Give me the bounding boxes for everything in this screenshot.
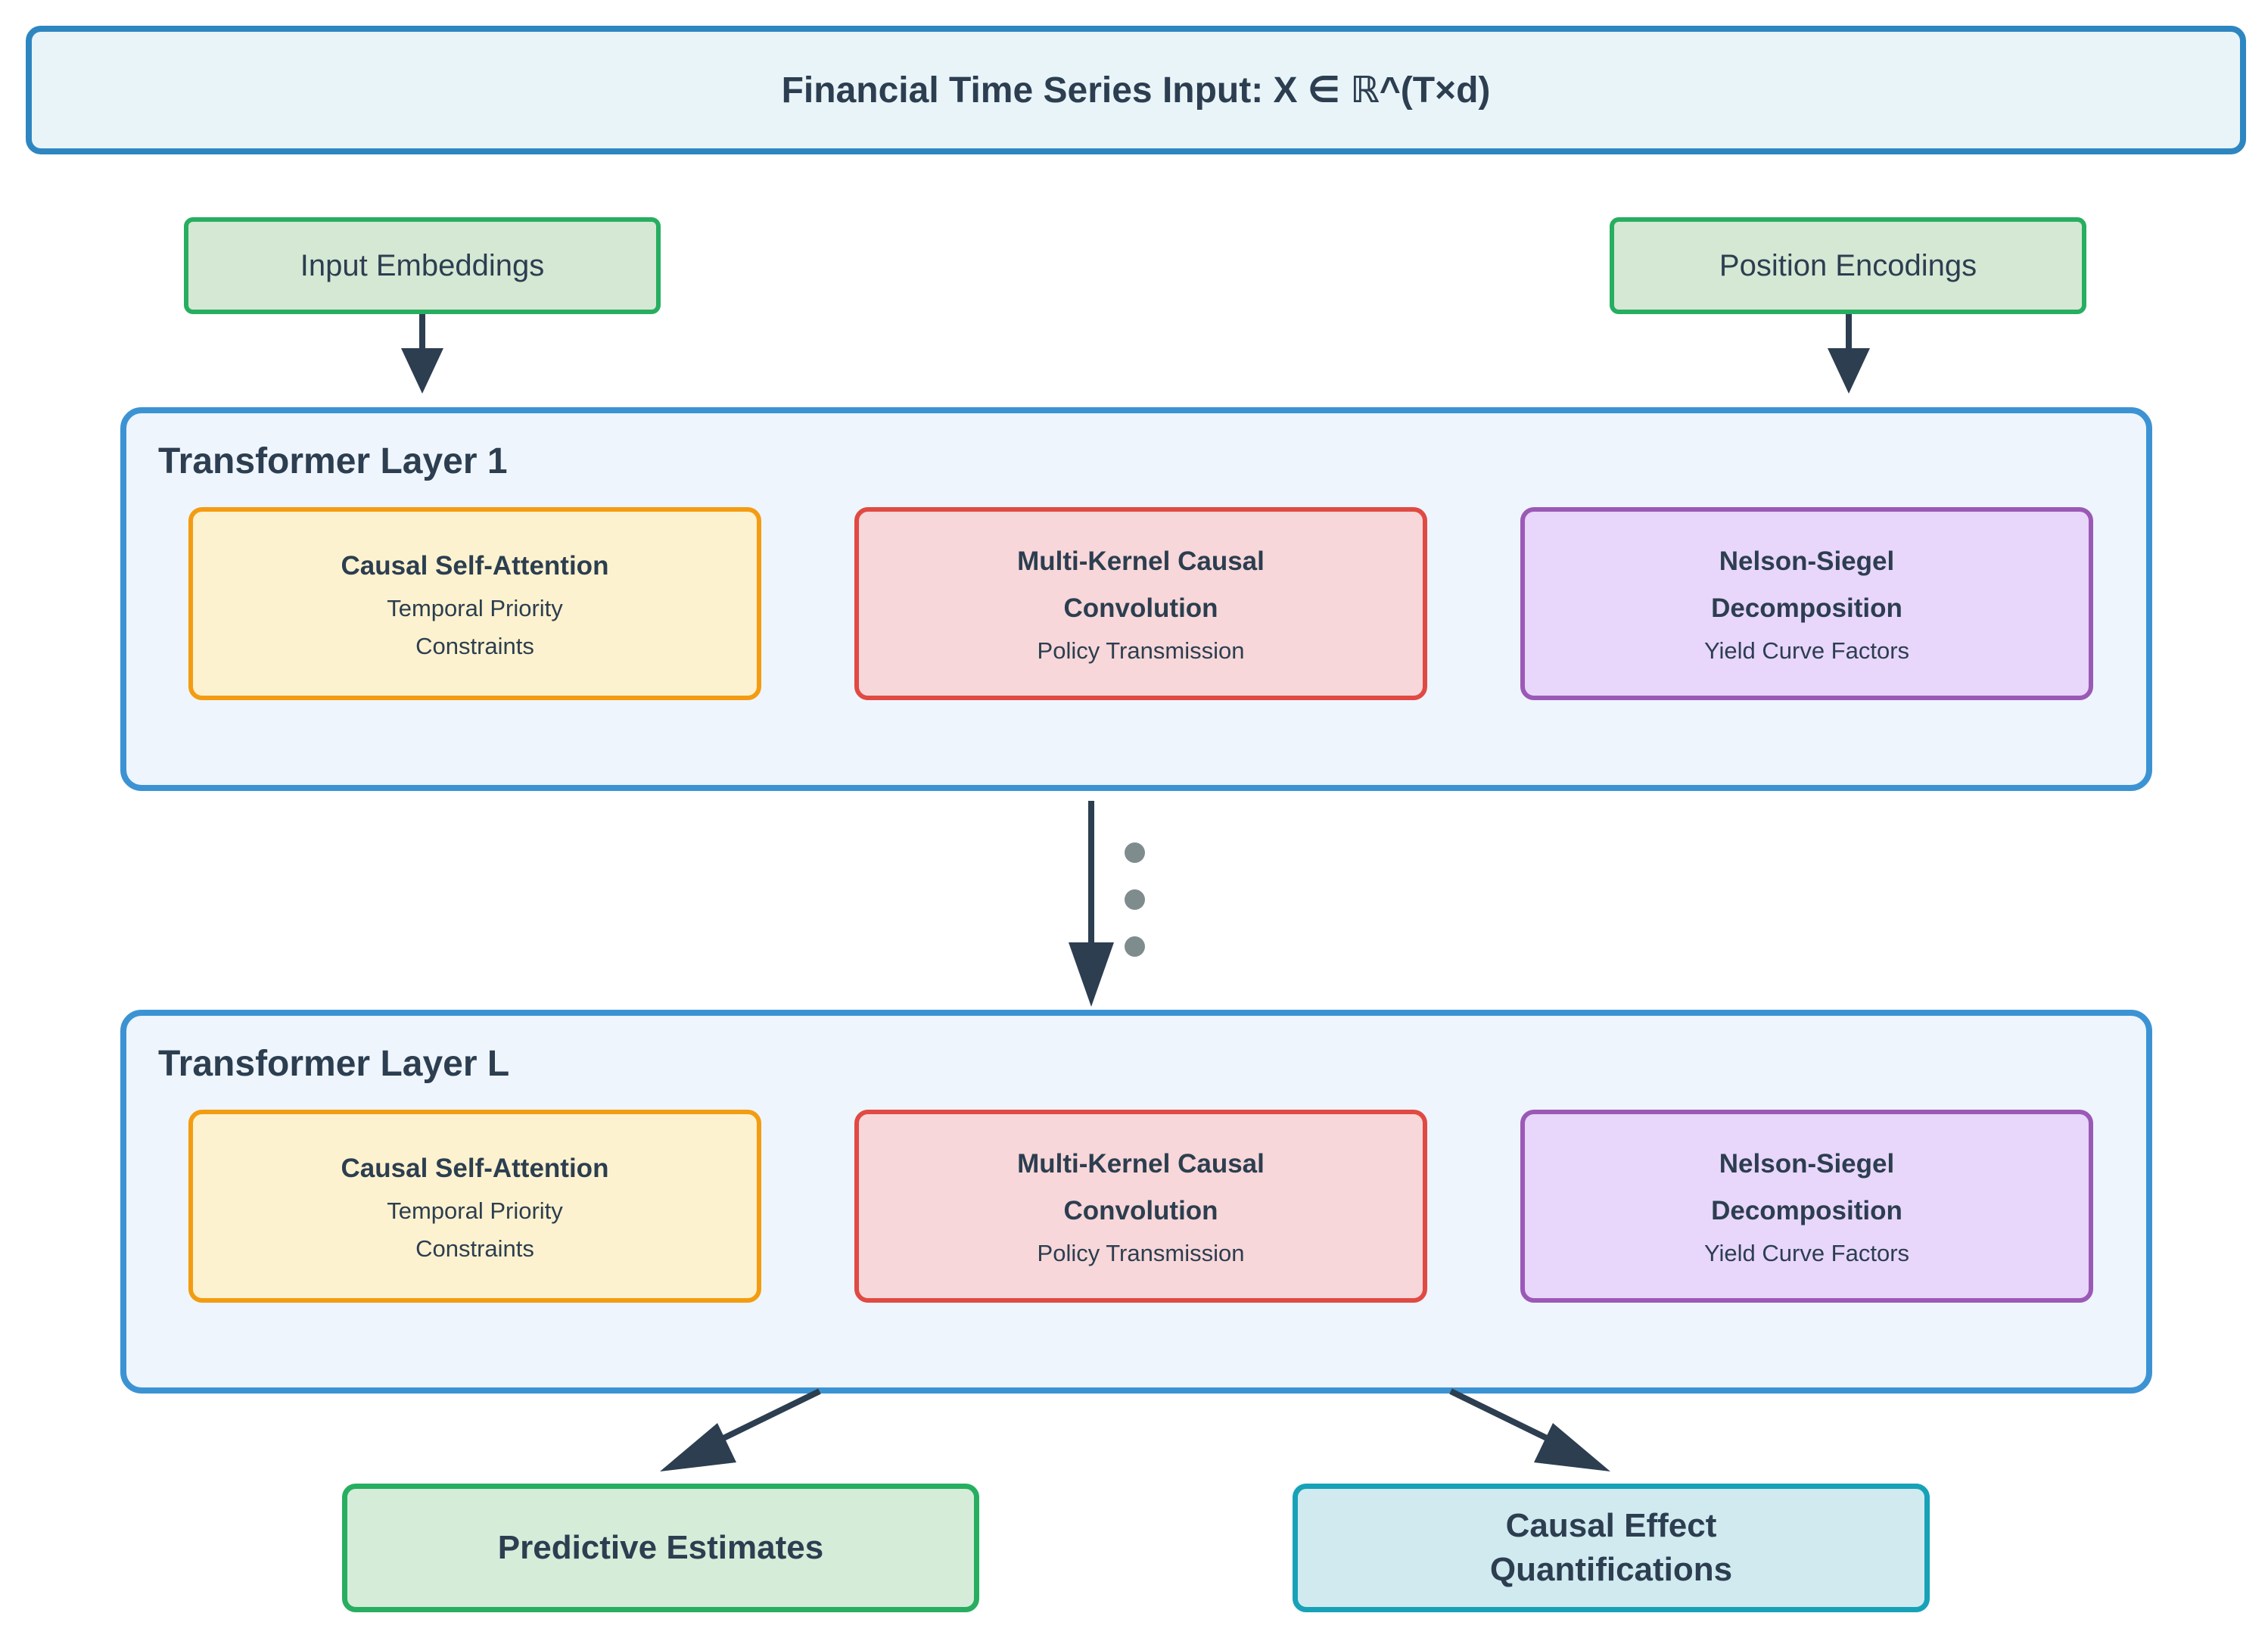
component-subtitle: Yield Curve Factors (1703, 637, 1910, 664)
component-title: Causal Self-Attention (341, 1153, 609, 1183)
ellipsis-dot (1125, 842, 1145, 863)
arrow-head-position-encodings (1828, 348, 1870, 394)
ellipsis-dot (1125, 889, 1145, 910)
transformer-layer-l: Transformer Layer L Causal Self-Attentio… (120, 1010, 2152, 1394)
component-title: Causal Self-Attention (341, 550, 609, 581)
component-subtitle: Temporal Priority Constraints (387, 1197, 563, 1262)
input-title: Financial Time Series Input: X ∈ ℝ^(T×d) (781, 70, 1491, 111)
layer-title: Transformer Layer 1 (158, 441, 508, 481)
component-subtitle: Policy Transmission (1037, 637, 1245, 664)
input-embeddings-label: Input Embeddings (300, 248, 545, 282)
component-title: Nelson-Siegel Decomposition (1711, 1148, 1902, 1225)
component-subtitle: Temporal Priority Constraints (387, 594, 563, 659)
transformer-layer-1: Transformer Layer 1 Causal Self-Attentio… (120, 407, 2152, 791)
causal-effect-box: Causal Effect Quantifications (1293, 1484, 1930, 1612)
arrow-head-layer-stack (1069, 942, 1114, 1007)
nelson-siegel-box: Nelson-Siegel Decomposition Yield Curve … (1520, 1110, 2093, 1303)
ellipsis-dot (1125, 936, 1145, 957)
position-encodings-box: Position Encodings (1610, 217, 2086, 314)
arrow-head-to-predictive (660, 1423, 736, 1471)
nelson-siegel-box: Nelson-Siegel Decomposition Yield Curve … (1520, 507, 2093, 700)
predictive-estimates-box: Predictive Estimates (342, 1484, 979, 1612)
causal-self-attention-box: Causal Self-Attention Temporal Priority … (188, 507, 761, 700)
arrow-head-to-causal (1534, 1423, 1610, 1471)
component-title: Nelson-Siegel Decomposition (1711, 546, 1902, 623)
position-encodings-label: Position Encodings (1719, 248, 1977, 282)
causal-self-attention-box: Causal Self-Attention Temporal Priority … (188, 1110, 761, 1303)
component-subtitle: Policy Transmission (1037, 1239, 1245, 1266)
component-title: Multi-Kernel Causal Convolution (1017, 1148, 1265, 1225)
component-subtitle: Yield Curve Factors (1703, 1239, 1910, 1266)
layer-title: Transformer Layer L (158, 1044, 510, 1084)
causal-effect-label: Causal Effect Quantifications (1489, 1507, 1733, 1588)
input-box: Financial Time Series Input: X ∈ ℝ^(T×d) (26, 26, 2246, 154)
predictive-estimates-label: Predictive Estimates (497, 1529, 824, 1566)
arrow-head-input-embeddings (401, 348, 443, 394)
multi-kernel-convolution-box: Multi-Kernel Causal Convolution Policy T… (854, 507, 1427, 700)
multi-kernel-convolution-box: Multi-Kernel Causal Convolution Policy T… (854, 1110, 1427, 1303)
component-title: Multi-Kernel Causal Convolution (1017, 546, 1265, 623)
input-embeddings-box: Input Embeddings (184, 217, 661, 314)
